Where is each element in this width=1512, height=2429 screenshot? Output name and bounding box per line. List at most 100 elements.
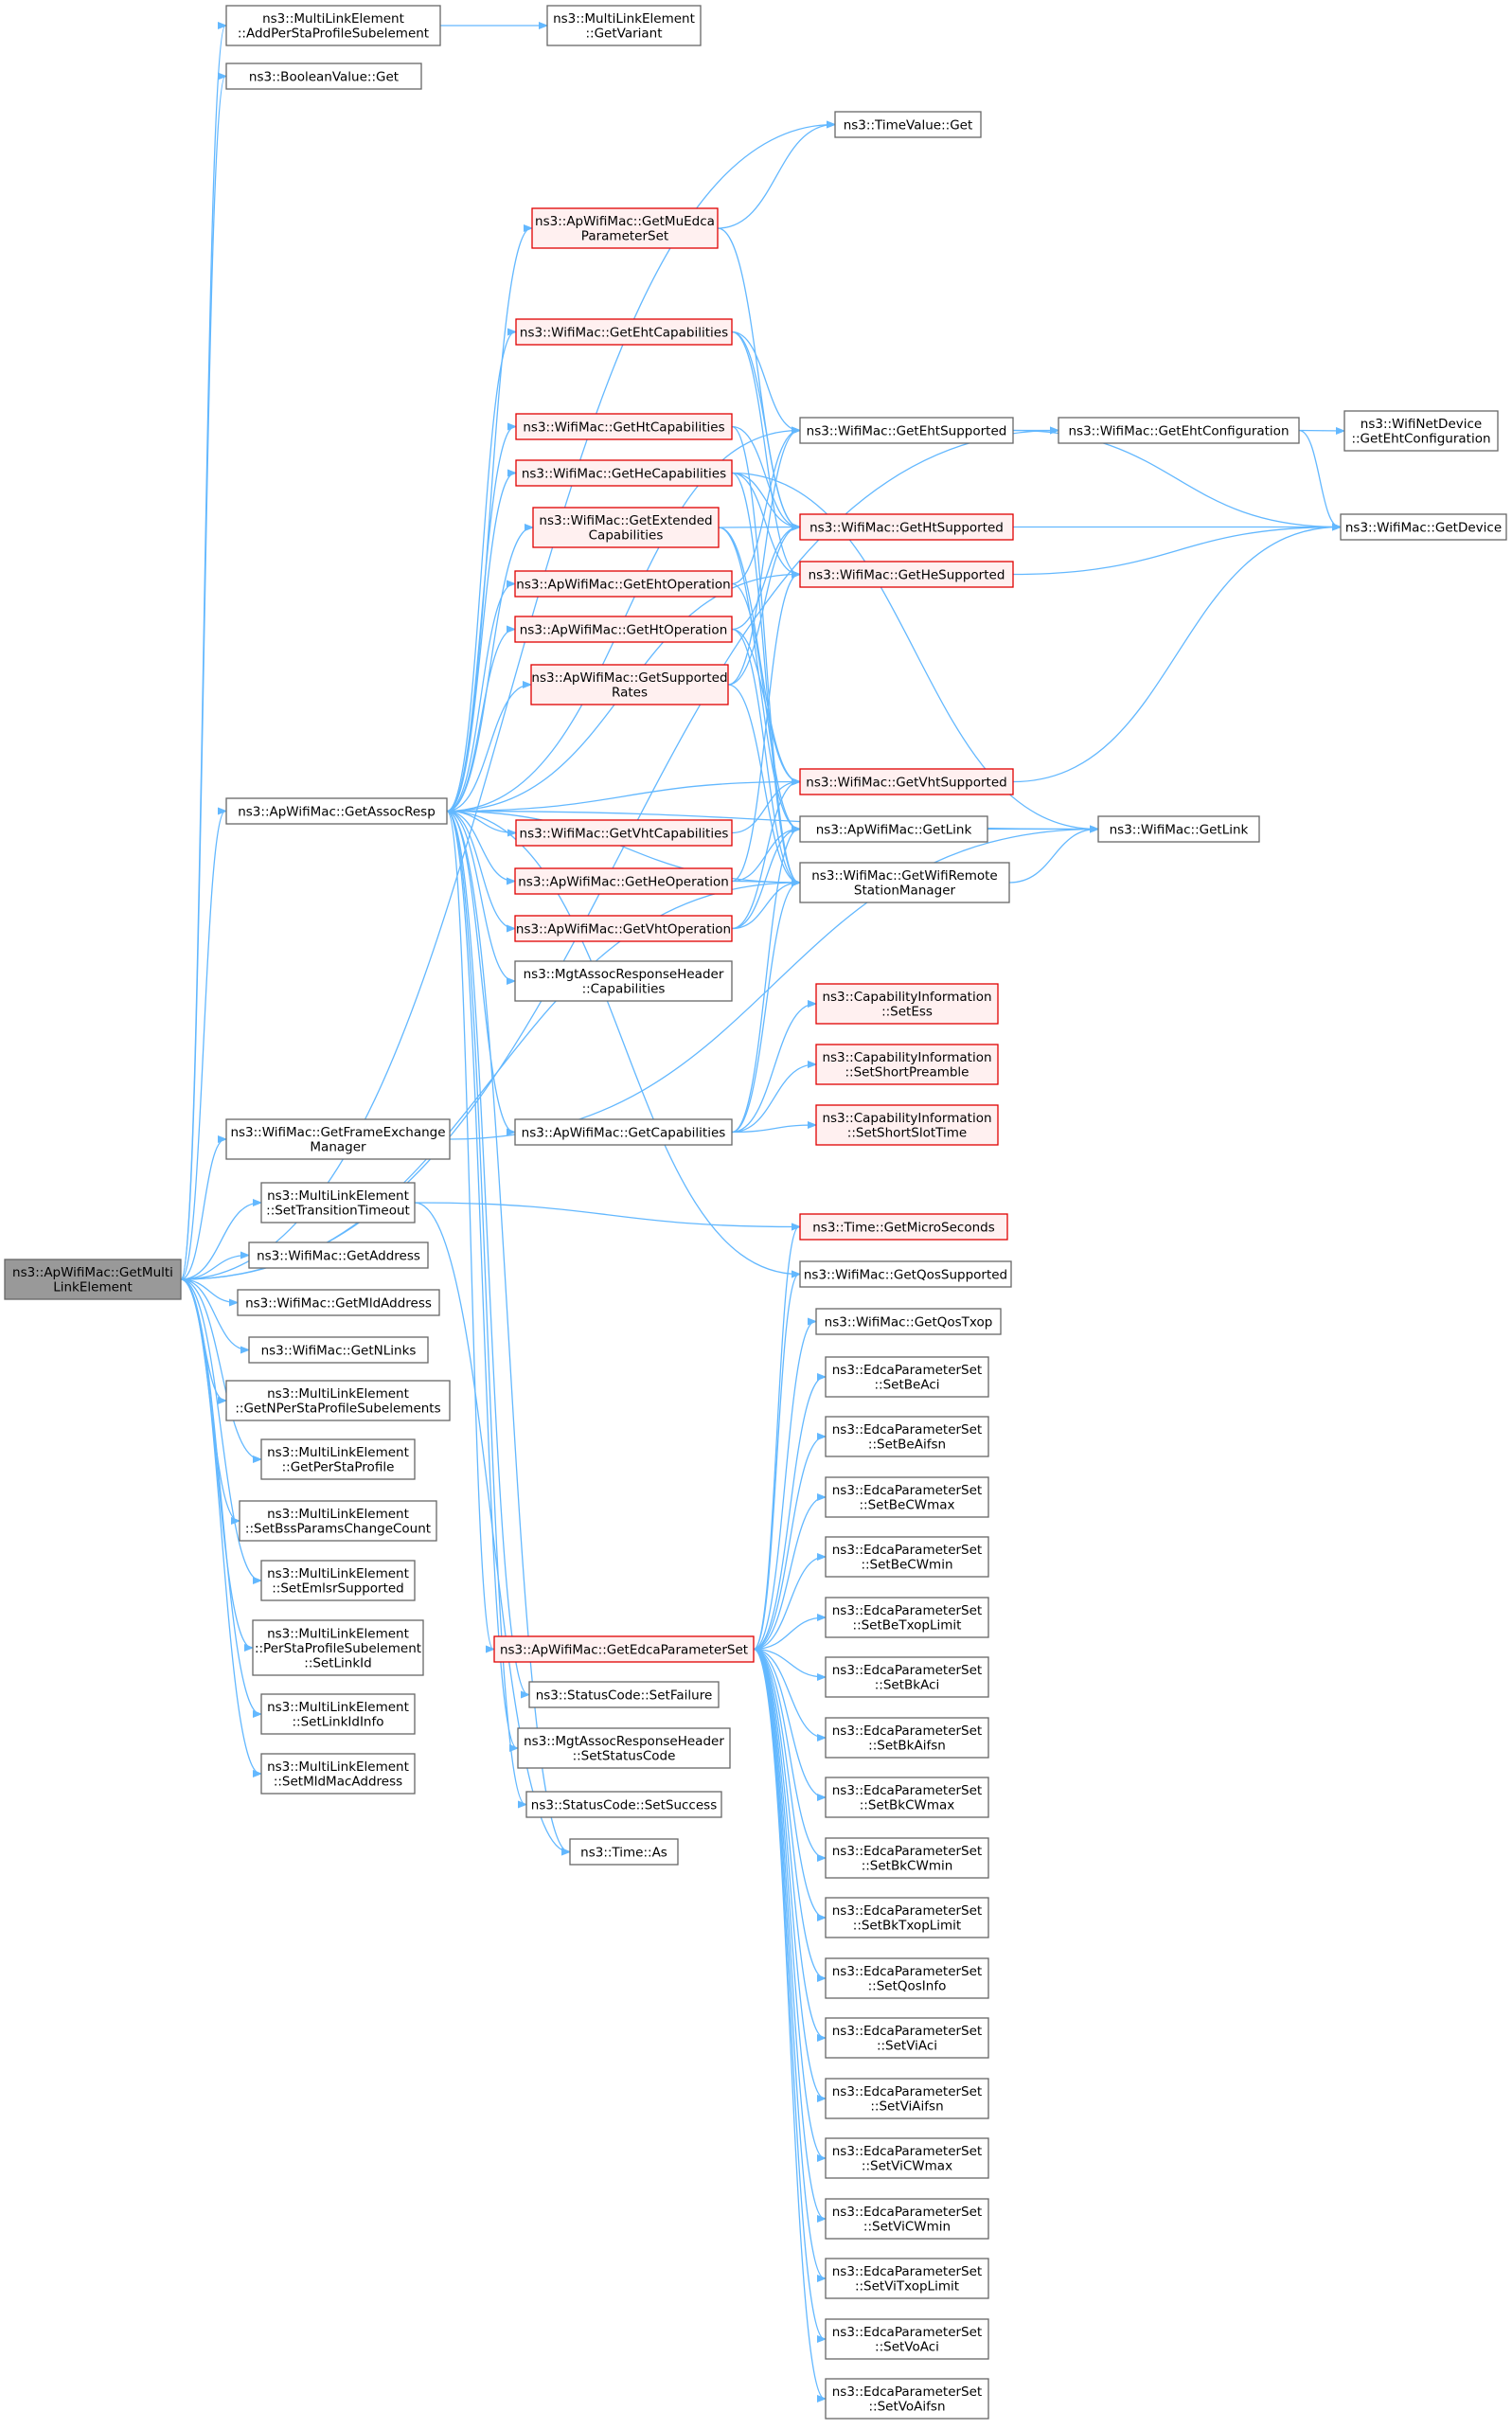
node-label: ::SetVoAifsn <box>868 2400 945 2415</box>
graph-node-mle-getvariant[interactable]: ns3::MultiLinkElement::GetVariant <box>546 5 702 46</box>
graph-node-mle-getnper[interactable]: ns3::MultiLinkElement::GetNPerStaProfile… <box>225 1380 451 1421</box>
graph-node-bk-cwmin[interactable]: ns3::EdcaParameterSet::SetBkCWmin <box>825 1837 989 1879</box>
graph-node-vo-aifsn[interactable]: ns3::EdcaParameterSet::SetVoAifsn <box>825 2378 989 2420</box>
graph-node-ci-preamble[interactable]: ns3::CapabilityInformation::SetShortPrea… <box>815 1044 999 1085</box>
graph-node-eht-cap[interactable]: ns3::WifiMac::GetEhtCapabilities <box>515 318 733 346</box>
graph-node-he-sup[interactable]: ns3::WifiMac::GetHeSupported <box>799 561 1014 588</box>
graph-node-bk-txop[interactable]: ns3::EdcaParameterSet::SetBkTxopLimit <box>825 1897 989 1938</box>
graph-node-mle-emlsr[interactable]: ns3::MultiLinkElement::SetEmlsrSupported <box>260 1560 416 1601</box>
graph-node-eht-sup[interactable]: ns3::WifiMac::GetEhtSupported <box>799 417 1014 444</box>
graph-node-mle-bss[interactable]: ns3::MultiLinkElement::SetBssParamsChang… <box>239 1500 437 1542</box>
graph-node-get-link[interactable]: ns3::WifiMac::GetLink <box>1097 815 1260 843</box>
graph-node-bk-aci[interactable]: ns3::EdcaParameterSet::SetBkAci <box>825 1656 989 1698</box>
graph-node-vi-aci[interactable]: ns3::EdcaParameterSet::SetViAci <box>825 2017 989 2059</box>
node-box <box>825 2017 989 2059</box>
graph-node-vht-sup[interactable]: ns3::WifiMac::GetVhtSupported <box>799 768 1014 795</box>
graph-node-mgt-status[interactable]: ns3::MgtAssocResponseHeader::SetStatusCo… <box>517 1727 731 1769</box>
graph-node-mle-linkinfo[interactable]: ns3::MultiLinkElement::SetLinkIdInfo <box>260 1693 416 1735</box>
graph-node-be-aci[interactable]: ns3::EdcaParameterSet::SetBeAci <box>825 1356 989 1398</box>
graph-node-mle-getper[interactable]: ns3::MultiLinkElement::GetPerStaProfile <box>260 1438 416 1480</box>
graph-node-time-as[interactable]: ns3::Time::As <box>569 1838 679 1866</box>
graph-node-be-cwmin[interactable]: ns3::EdcaParameterSet::SetBeCWmin <box>825 1536 989 1578</box>
node-label: ::SetBeTxopLimit <box>853 1618 962 1634</box>
graph-node-bool-get[interactable]: ns3::BooleanValue::Get <box>225 63 422 90</box>
edge-get-caps-to-rsm <box>731 883 799 1134</box>
node-label: ::GetNPerStaProfileSubelements <box>235 1402 440 1417</box>
graph-node-vo-aci[interactable]: ns3::EdcaParameterSet::SetVoAci <box>825 2318 989 2360</box>
graph-node-sc-success[interactable]: ns3::StatusCode::SetSuccess <box>525 1791 722 1818</box>
graph-node-rsm[interactable]: ns3::WifiMac::GetWifiRemoteStationManage… <box>799 862 1010 903</box>
graph-node-bk-cwmax[interactable]: ns3::EdcaParameterSet::SetBkCWmax <box>825 1777 989 1818</box>
graph-node-bk-aifsn[interactable]: ns3::EdcaParameterSet::SetBkAifsn <box>825 1717 989 1759</box>
graph-node-ht-cap[interactable]: ns3::WifiMac::GetHtCapabilities <box>515 413 733 440</box>
node-label: ns3::Time::GetMicroSeconds <box>812 1220 995 1235</box>
graph-node-be-txop[interactable]: ns3::EdcaParameterSet::SetBeTxopLimit <box>825 1597 989 1638</box>
graph-node-be-cwmax[interactable]: ns3::EdcaParameterSet::SetBeCWmax <box>825 1476 989 1518</box>
node-label: ns3::MultiLinkElement <box>267 1700 409 1715</box>
node-label: ::SetTransitionTimeout <box>266 1204 410 1219</box>
graph-node-get-nlinks[interactable]: ns3::WifiMac::GetNLinks <box>248 1336 429 1364</box>
graph-node-get-device[interactable]: ns3::WifiMac::GetDevice <box>1340 513 1507 541</box>
graph-node-mle-perlink[interactable]: ns3::MultiLinkElement::PerStaProfileSube… <box>252 1619 424 1676</box>
graph-node-qos-txop[interactable]: ns3::WifiMac::GetQosTxop <box>815 1308 1002 1335</box>
graph-node-vi-cwmin[interactable]: ns3::EdcaParameterSet::SetViCWmin <box>825 2198 989 2240</box>
graph-node-ht-sup[interactable]: ns3::WifiMac::GetHtSupported <box>799 513 1014 541</box>
graph-node-qos-sup[interactable]: ns3::WifiMac::GetQosSupported <box>799 1260 1012 1288</box>
graph-node-netdev-eht[interactable]: ns3::WifiNetDevice::GetEhtConfiguration <box>1343 410 1499 452</box>
graph-node-edca[interactable]: ns3::ApWifiMac::GetEdcaParameterSet <box>493 1635 755 1663</box>
edge-get-caps-to-ci-preamble <box>731 1064 815 1134</box>
graph-node-time-micro[interactable]: ns3::Time::GetMicroSeconds <box>799 1213 1008 1241</box>
graph-node-time-get[interactable]: ns3::TimeValue::Get <box>834 111 982 138</box>
node-label: ns3::WifiMac::GetNLinks <box>261 1343 417 1358</box>
edge-root-to-get-mld <box>180 1278 237 1303</box>
node-box <box>799 417 1014 444</box>
edge-edca-to-bk-aci <box>753 1648 825 1678</box>
graph-node-get-caps[interactable]: ns3::ApWifiMac::GetCapabilities <box>514 1118 733 1146</box>
node-label: ns3::WifiMac::GetMldAddress <box>245 1295 432 1311</box>
graph-node-he-op[interactable]: ns3::ApWifiMac::GetHeOperation <box>514 867 733 895</box>
graph-node-mle-addper[interactable]: ns3::MultiLinkElement::AddPerStaProfileS… <box>225 5 441 46</box>
graph-node-vi-txop[interactable]: ns3::EdcaParameterSet::SetViTxopLimit <box>825 2258 989 2299</box>
graph-node-vi-aifsn[interactable]: ns3::EdcaParameterSet::SetViAifsn <box>825 2078 989 2119</box>
graph-node-ht-op[interactable]: ns3::ApWifiMac::GetHtOperation <box>514 616 733 643</box>
graph-node-vht-cap[interactable]: ns3::WifiMac::GetVhtCapabilities <box>515 819 733 847</box>
edge-root-to-mle-linkinfo <box>180 1278 260 1714</box>
node-label: ::SetEmlsrSupported <box>272 1581 404 1597</box>
graph-node-eht-conf[interactable]: ns3::WifiMac::GetEhtConfiguration <box>1058 417 1300 444</box>
graph-node-vht-op[interactable]: ns3::ApWifiMac::GetVhtOperation <box>514 915 733 942</box>
graph-node-sc-fail[interactable]: ns3::StatusCode::SetFailure <box>528 1681 720 1708</box>
edge-edca-to-bk-aifsn <box>753 1648 825 1739</box>
node-label: ::SetBkCWmax <box>860 1798 955 1813</box>
graph-node-vi-cwmax[interactable]: ns3::EdcaParameterSet::SetViCWmax <box>825 2137 989 2179</box>
node-label: ns3::MultiLinkElement <box>267 1759 409 1775</box>
node-box <box>799 513 1014 541</box>
graph-node-get-addr[interactable]: ns3::WifiMac::GetAddress <box>248 1241 429 1269</box>
node-label: ::SetBeAci <box>874 1378 939 1393</box>
graph-node-qos-info[interactable]: ns3::EdcaParameterSet::SetQosInfo <box>825 1957 989 1999</box>
edge-assoc-resp-to-mgt-status <box>446 810 517 1749</box>
edge-ext-cap-to-vht-sup <box>718 527 799 782</box>
graph-node-eht-op[interactable]: ns3::ApWifiMac::GetEhtOperation <box>514 570 733 598</box>
graph-node-ap-getlink[interactable]: ns3::ApWifiMac::GetLink <box>799 815 988 843</box>
graph-node-he-cap[interactable]: ns3::WifiMac::GetHeCapabilities <box>515 459 733 487</box>
graph-node-ci-ess[interactable]: ns3::CapabilityInformation::SetEss <box>815 983 999 1025</box>
edge-edca-to-vi-aifsn <box>753 1648 825 2099</box>
edge-assoc-resp-to-ht-op <box>446 630 514 813</box>
graph-node-mle-mldmac[interactable]: ns3::MultiLinkElement::SetMldMacAddress <box>260 1753 416 1795</box>
edge-ext-cap-to-ht-sup <box>718 527 799 528</box>
graph-node-assoc-resp[interactable]: ns3::ApWifiMac::GetAssocResp <box>225 797 448 825</box>
node-label: ns3::WifiNetDevice <box>1361 417 1482 432</box>
graph-node-be-aifsn[interactable]: ns3::EdcaParameterSet::SetBeAifsn <box>825 1416 989 1457</box>
node-box <box>825 1777 989 1818</box>
node-label: ::SetViAifsn <box>870 2099 943 2115</box>
graph-node-ci-slot[interactable]: ns3::CapabilityInformation::SetShortSlot… <box>815 1104 999 1146</box>
edge-root-to-fem <box>180 1139 225 1280</box>
graph-node-set-trans[interactable]: ns3::MultiLinkElement::SetTransitionTime… <box>260 1182 416 1223</box>
graph-node-get-mld[interactable]: ns3::WifiMac::GetMldAddress <box>237 1289 440 1316</box>
graph-node-mgt-caps[interactable]: ns3::MgtAssocResponseHeader::Capabilitie… <box>514 960 733 1002</box>
